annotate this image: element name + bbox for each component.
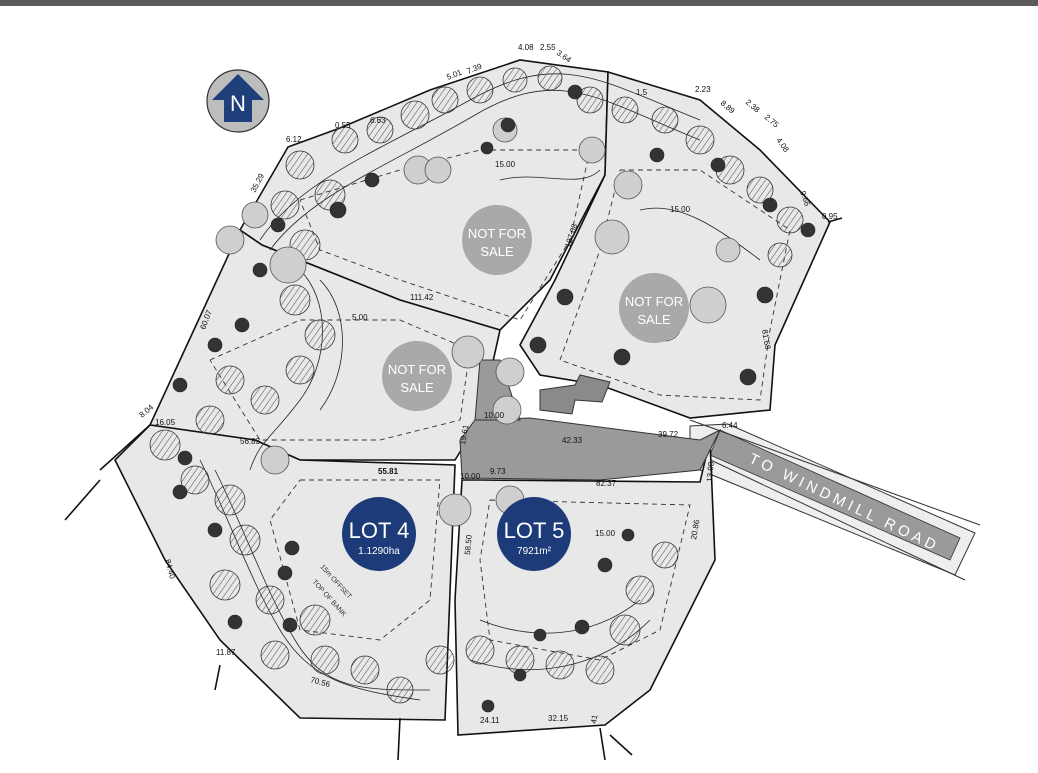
not-for-sale-line1: NOT FOR bbox=[388, 362, 446, 377]
dim-label: 15.00 bbox=[670, 205, 691, 214]
dim-label: 6.63 bbox=[370, 116, 386, 125]
dim-label: 16.05 bbox=[155, 418, 176, 427]
dim-label: 39.72 bbox=[658, 430, 679, 439]
external-boundary-lines bbox=[64, 217, 843, 761]
dim-label: 55.81 bbox=[378, 467, 399, 476]
dim-label: 6.12 bbox=[286, 135, 302, 144]
driveway bbox=[459, 417, 722, 481]
dim-label: 2.38 bbox=[744, 98, 762, 115]
dim-label: 58.50 bbox=[463, 534, 474, 555]
not-for-sale-marker-2: NOT FOR SALE bbox=[619, 273, 689, 343]
dim-label: 20.86 bbox=[689, 519, 701, 541]
north-arrow: N bbox=[206, 69, 270, 133]
bank-trees bbox=[149, 65, 804, 704]
lot-5-marker: LOT 5 7921m² bbox=[497, 497, 571, 571]
dim-label: 8.89 bbox=[719, 99, 737, 116]
dim-label: 15.00 bbox=[495, 160, 516, 169]
not-for-sale-marker-1: NOT FOR SALE bbox=[462, 205, 532, 275]
dim-label: 0.55 bbox=[335, 121, 351, 130]
lot-4-area: 1.1290ha bbox=[358, 546, 400, 557]
dim-label: 2.23 bbox=[695, 85, 711, 94]
dim-label: 19.61 bbox=[458, 424, 470, 446]
dim-label: 10.00 bbox=[484, 411, 505, 420]
dark-trees bbox=[172, 84, 816, 713]
dim-label: 41 bbox=[589, 713, 600, 724]
dim-label: 32.15 bbox=[548, 714, 569, 723]
setback-lines bbox=[209, 149, 791, 661]
road-label: TO WINDMILL ROAD bbox=[746, 450, 942, 555]
dim-label: 5.00 bbox=[352, 313, 368, 322]
dim-label: 81.68 bbox=[760, 329, 772, 351]
north-label: N bbox=[230, 91, 246, 116]
lot-5-area: 7921m² bbox=[517, 546, 552, 557]
dim-label: 9.73 bbox=[490, 467, 506, 476]
dim-label: 56.83 bbox=[240, 437, 261, 446]
not-for-sale-marker-3: NOT FOR SALE bbox=[382, 341, 452, 411]
dim-label: 0.95 bbox=[822, 212, 838, 221]
dim-label: 24.11 bbox=[480, 716, 500, 725]
dim-label: 4.08 bbox=[774, 136, 791, 154]
lot-4-label: LOT 4 bbox=[349, 518, 410, 543]
dim-label: 3.64 bbox=[555, 48, 573, 65]
dim-label: 4.08 bbox=[518, 43, 534, 52]
dim-label: 111.42 bbox=[410, 293, 434, 302]
building bbox=[539, 374, 611, 415]
dim-label: 15.00 bbox=[595, 529, 616, 538]
top-frame-bar bbox=[0, 0, 1038, 6]
lot-parcel-lot5 bbox=[454, 439, 716, 736]
not-for-sale-line2: SALE bbox=[400, 380, 434, 395]
dim-label: 11.87 bbox=[216, 648, 236, 657]
dim-label: 2.75 bbox=[763, 113, 781, 130]
dim-label: 1.5 bbox=[636, 88, 648, 97]
lot-parcel-north-east bbox=[519, 70, 831, 419]
not-for-sale-line2: SALE bbox=[637, 312, 671, 327]
lot-5-label: LOT 5 bbox=[504, 518, 565, 543]
dim-label: 10.00 bbox=[460, 472, 481, 481]
dim-label: 82.37 bbox=[596, 479, 617, 488]
not-for-sale-line1: NOT FOR bbox=[625, 294, 683, 309]
dim-label: 13.98 bbox=[705, 461, 716, 482]
north-arrow-icon bbox=[212, 74, 264, 122]
dim-label: 2.55 bbox=[540, 43, 556, 52]
not-for-sale-line1: NOT FOR bbox=[468, 226, 526, 241]
not-for-sale-line2: SALE bbox=[480, 244, 514, 259]
dim-label: 42.33 bbox=[562, 436, 583, 445]
dim-label: 6.44 bbox=[722, 421, 738, 430]
lot-4-marker: LOT 4 1.1290ha bbox=[342, 497, 416, 571]
